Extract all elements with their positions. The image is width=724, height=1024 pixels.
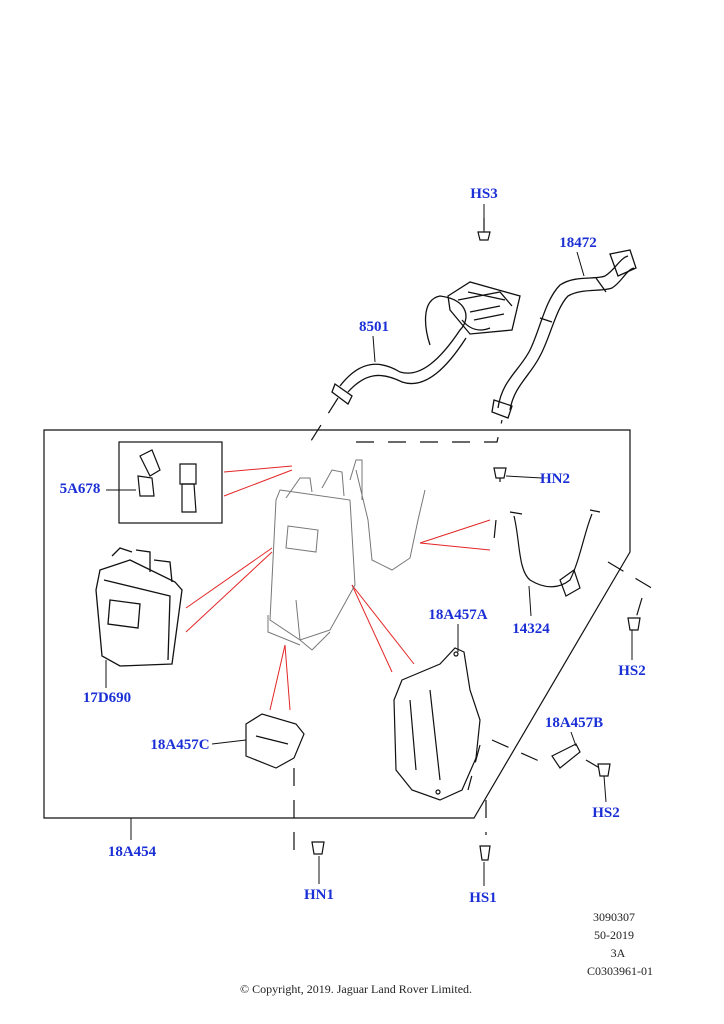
callout-hs2-upper: HS2 — [618, 663, 646, 679]
hs2-lower-screw — [597, 763, 611, 777]
dashed-guides — [293, 218, 656, 850]
hs3-screw — [477, 231, 491, 241]
meta-line-1: 3090307 — [593, 910, 635, 924]
callout-14324: 14324 — [512, 621, 550, 637]
canister-assembly — [267, 459, 426, 651]
callout-17d690: 17D690 — [83, 690, 131, 706]
copyright-notice: © Copyright, 2019. Jaguar Land Rover Lim… — [240, 982, 472, 996]
callout-hs1: HS1 — [469, 890, 497, 906]
part-8501-hose — [331, 281, 521, 405]
callout-18a457b: 18A457B — [545, 715, 603, 731]
assembly-frame — [43, 429, 631, 819]
part-18a457c-bracket — [245, 713, 305, 769]
callout-hs2-lower: HS2 — [592, 805, 620, 821]
part-17d690-canister — [95, 547, 183, 667]
part-18a457a-bracket — [393, 647, 481, 801]
inset-box — [118, 441, 223, 524]
callout-18a457a: 18A457A — [428, 607, 487, 623]
callout-18a457c: 18A457C — [150, 737, 209, 753]
callout-leaders — [105, 204, 633, 886]
callout-18472: 18472 — [559, 235, 597, 251]
part-5a678-fittings — [137, 449, 197, 513]
meta-line-3: 3A — [611, 946, 626, 960]
hs2-upper-screw — [627, 617, 641, 631]
red-leaders — [185, 465, 491, 711]
part-18a457b-clip — [551, 743, 581, 769]
fasteners — [311, 231, 641, 861]
part-14324-harness — [509, 509, 601, 597]
hs1-screw — [479, 845, 491, 861]
part-18472-hose — [491, 249, 637, 419]
meta-line-2: 50-2019 — [594, 928, 634, 942]
callout-5a678: 5A678 — [60, 481, 101, 497]
hn1-nut — [311, 841, 325, 855]
callout-18a454: 18A454 — [108, 844, 157, 860]
callout-hn2: HN2 — [540, 471, 570, 487]
hn2-nut — [493, 467, 507, 479]
meta-line-4: C0303961-01 — [587, 964, 653, 978]
callout-8501: 8501 — [359, 319, 389, 335]
callout-hs3: HS3 — [470, 186, 498, 202]
callout-hn1: HN1 — [304, 887, 334, 903]
